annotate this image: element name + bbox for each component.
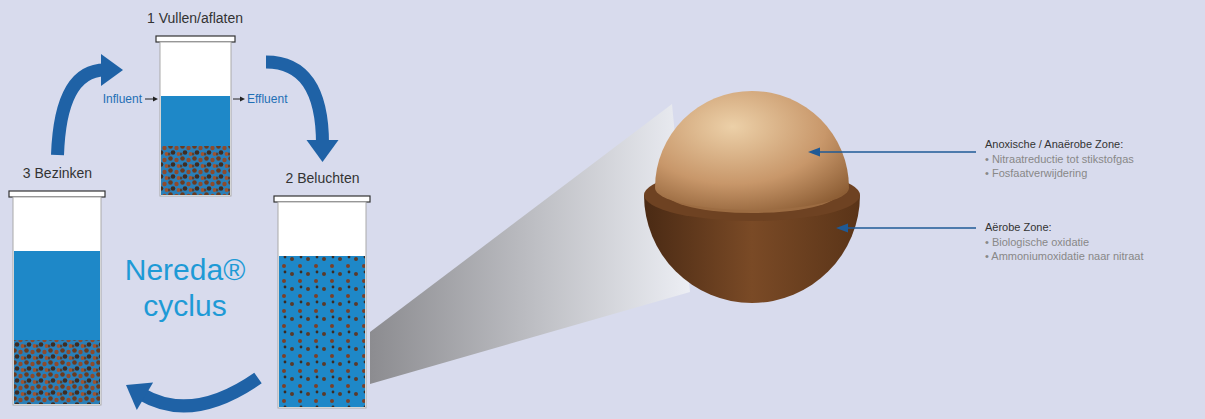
zone-item: • Ammoniumoxidatie naar nitraat [985, 249, 1144, 263]
zone-item: • Nitraatreductie tot stikstofgas [985, 152, 1134, 166]
step-title: 1 Vullen/aflaten [131, 10, 259, 27]
cycle-arrow [266, 62, 339, 162]
cycle-arrow [126, 378, 258, 410]
arrow-shaft [58, 70, 106, 155]
zone-item: • Biologische oxidatie [985, 235, 1089, 249]
zone-heading: Aërobe Zone: [985, 220, 1052, 234]
arrow-head [101, 54, 123, 86]
zone-heading: Anoxische / Anaërobe Zone: [985, 137, 1123, 151]
flow-label: Influent [88, 92, 142, 107]
beaker-node: 1 Vullen/aflaten [131, 10, 259, 198]
arrow-head [126, 382, 153, 410]
arrow-shaft [141, 378, 258, 406]
cycle-title: Nereda® cyclus [115, 252, 255, 324]
beaker-node: 3 Bezinken [1, 165, 114, 407]
step-title: 3 Bezinken [1, 165, 114, 182]
step-title: 2 Beluchten [266, 170, 379, 187]
beaker-node: 2 Beluchten [266, 170, 379, 410]
arrow-head [307, 140, 339, 162]
zone-item: • Fosfaatverwijdering [985, 166, 1087, 180]
flow-label: Effluent [247, 92, 287, 107]
